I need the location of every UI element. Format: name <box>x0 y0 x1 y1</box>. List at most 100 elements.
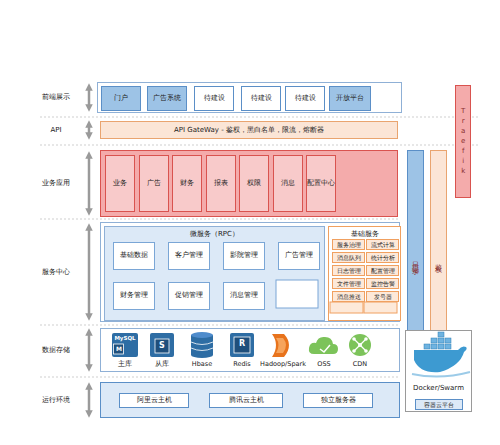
base-service-box: 流式计算 <box>366 239 399 250</box>
service-box: 财务管理 <box>113 282 155 310</box>
box-text: 日志记录 <box>411 256 419 264</box>
app-box: 消息 <box>273 155 303 212</box>
mysql-icon <box>112 333 138 357</box>
box-text: 广告 <box>147 180 161 188</box>
box-text: 配置中心 <box>307 180 335 188</box>
app-box: 业务 <box>105 155 135 212</box>
box-text: 待建设 <box>295 95 316 103</box>
box-text: 报表 <box>214 180 228 188</box>
service-box: 促销管理 <box>168 282 210 310</box>
box-text: API GateWay - 鉴权，黑白名单，限流，熔断器 <box>170 126 328 134</box>
heading-text: 服务中心 <box>29 223 83 321</box>
box-text: 待建设 <box>251 95 272 103</box>
box-text: 配置管理 <box>371 267 395 274</box>
box-text: 消息管理 <box>230 292 258 300</box>
base-service-box: 配置管理 <box>366 265 399 276</box>
icon-label: M <box>114 346 124 353</box>
mysql-slave-icon <box>150 333 174 357</box>
box-text: 开放平台 <box>336 95 364 103</box>
box-text: 广告系统 <box>153 95 181 103</box>
box-text: 容器云平台 <box>424 401 454 408</box>
box-text: 权限 <box>247 180 261 188</box>
box-text: 消息 <box>281 180 295 188</box>
hbase-icon <box>191 332 213 358</box>
box-text: 财务 <box>180 180 194 188</box>
layer-band: 前端展示门户广告系统待建设待建设待建设开放平台 <box>97 82 402 113</box>
host-box: 阿里云主机 <box>119 393 189 408</box>
box-text: 阿里云主机 <box>137 397 172 405</box>
frontend-box: 门户 <box>101 86 141 111</box>
box-text: 腾讯云主机 <box>229 397 264 405</box>
box-text: 财务管理 <box>120 292 148 300</box>
icon-label: S <box>157 342 167 351</box>
empty-box <box>330 302 363 313</box>
box-text: 独立服务器 <box>321 397 356 405</box>
base-service-box: 监控告警 <box>366 278 399 289</box>
gateway-box: APIAPI GateWay - 鉴权，黑白名单，限流，熔断器 <box>100 121 398 139</box>
box-text: 流式计算 <box>371 241 395 248</box>
heading-text: API <box>29 122 83 138</box>
box-text: 服务治理 <box>337 241 361 248</box>
box-text: 文件管理 <box>337 280 361 287</box>
base-service-box: 消息推送 <box>332 291 365 302</box>
layer-band: 业务应用业务广告财务报表权限消息配置中心 <box>100 150 398 217</box>
box-text: 影院管理 <box>230 252 258 260</box>
base-service-box: 发号器 <box>366 291 399 302</box>
layer-band: 运行环境阿里云主机腾讯云主机独立服务器 <box>100 382 400 418</box>
heading-text: 微服务（RPC） <box>105 230 324 238</box>
heading-text: 数据存储 <box>29 329 83 371</box>
box-text: 待建设 <box>204 95 225 103</box>
box-text: 日志管理 <box>337 267 361 274</box>
redis-icon <box>230 333 254 357</box>
heading-text: 运行环境 <box>29 383 83 417</box>
app-box: 配置中心 <box>306 155 336 212</box>
host-box: 腾讯云主机 <box>209 393 283 408</box>
heading-text: 前端展示 <box>29 83 83 112</box>
cdn-icon <box>349 334 371 356</box>
box-text: 促销管理 <box>175 292 203 300</box>
app-box: 广告 <box>139 155 169 212</box>
box-text: 基础数据 <box>120 252 148 260</box>
base-service-box: 文件管理 <box>332 278 365 289</box>
platform-label-box: 容器云平台 <box>415 399 463 410</box>
service-box: 基础数据 <box>113 242 155 270</box>
box-text: 广告管理 <box>285 252 313 260</box>
empty-box <box>364 302 397 313</box>
empty-box <box>276 280 318 308</box>
service-box: 广告管理 <box>278 242 320 270</box>
box-text: 消息推送 <box>337 293 361 300</box>
frontend-box: 待建设 <box>241 86 281 111</box>
frontend-box: 开放平台 <box>329 86 371 111</box>
service-box: 影院管理 <box>223 242 265 270</box>
icon-label: 主库 <box>110 361 140 368</box>
base-service-box: 服务治理 <box>332 239 365 250</box>
box-text: 发号器 <box>374 293 392 300</box>
icon-label: 从库 <box>147 361 177 368</box>
host-box: 独立服务器 <box>303 393 373 408</box>
side-bar: Traefik <box>455 85 471 198</box>
icon-label: OSS <box>309 361 339 368</box>
frontend-box: 待建设 <box>194 86 234 111</box>
box-text: 消息队列 <box>337 254 361 261</box>
box-text: 监控告警 <box>371 280 395 287</box>
icon-label: Hbase <box>187 361 217 368</box>
icon-label: Redis <box>227 361 257 368</box>
frontend-box: 待建设 <box>285 86 325 111</box>
box-text: Docker/Swarm <box>406 384 471 392</box>
app-box: 报表 <box>206 155 236 212</box>
app-box: 权限 <box>239 155 269 212</box>
base-service-box: 消息队列 <box>332 252 365 263</box>
box-text: 业务 <box>113 180 127 188</box>
frontend-box: 广告系统 <box>147 86 187 111</box>
heading-text: 基础服务 <box>329 230 400 238</box>
box-text: 客户管理 <box>175 252 203 260</box>
box-text: 统计分析 <box>371 254 395 261</box>
icon-label: CDN <box>345 361 375 368</box>
app-box: 财务 <box>172 155 202 212</box>
icon-label: Hadoop/Spark <box>258 361 308 368</box>
base-service-box: 统计分析 <box>366 252 399 263</box>
service-box: 客户管理 <box>168 242 210 270</box>
service-box: 消息管理 <box>223 282 265 310</box>
